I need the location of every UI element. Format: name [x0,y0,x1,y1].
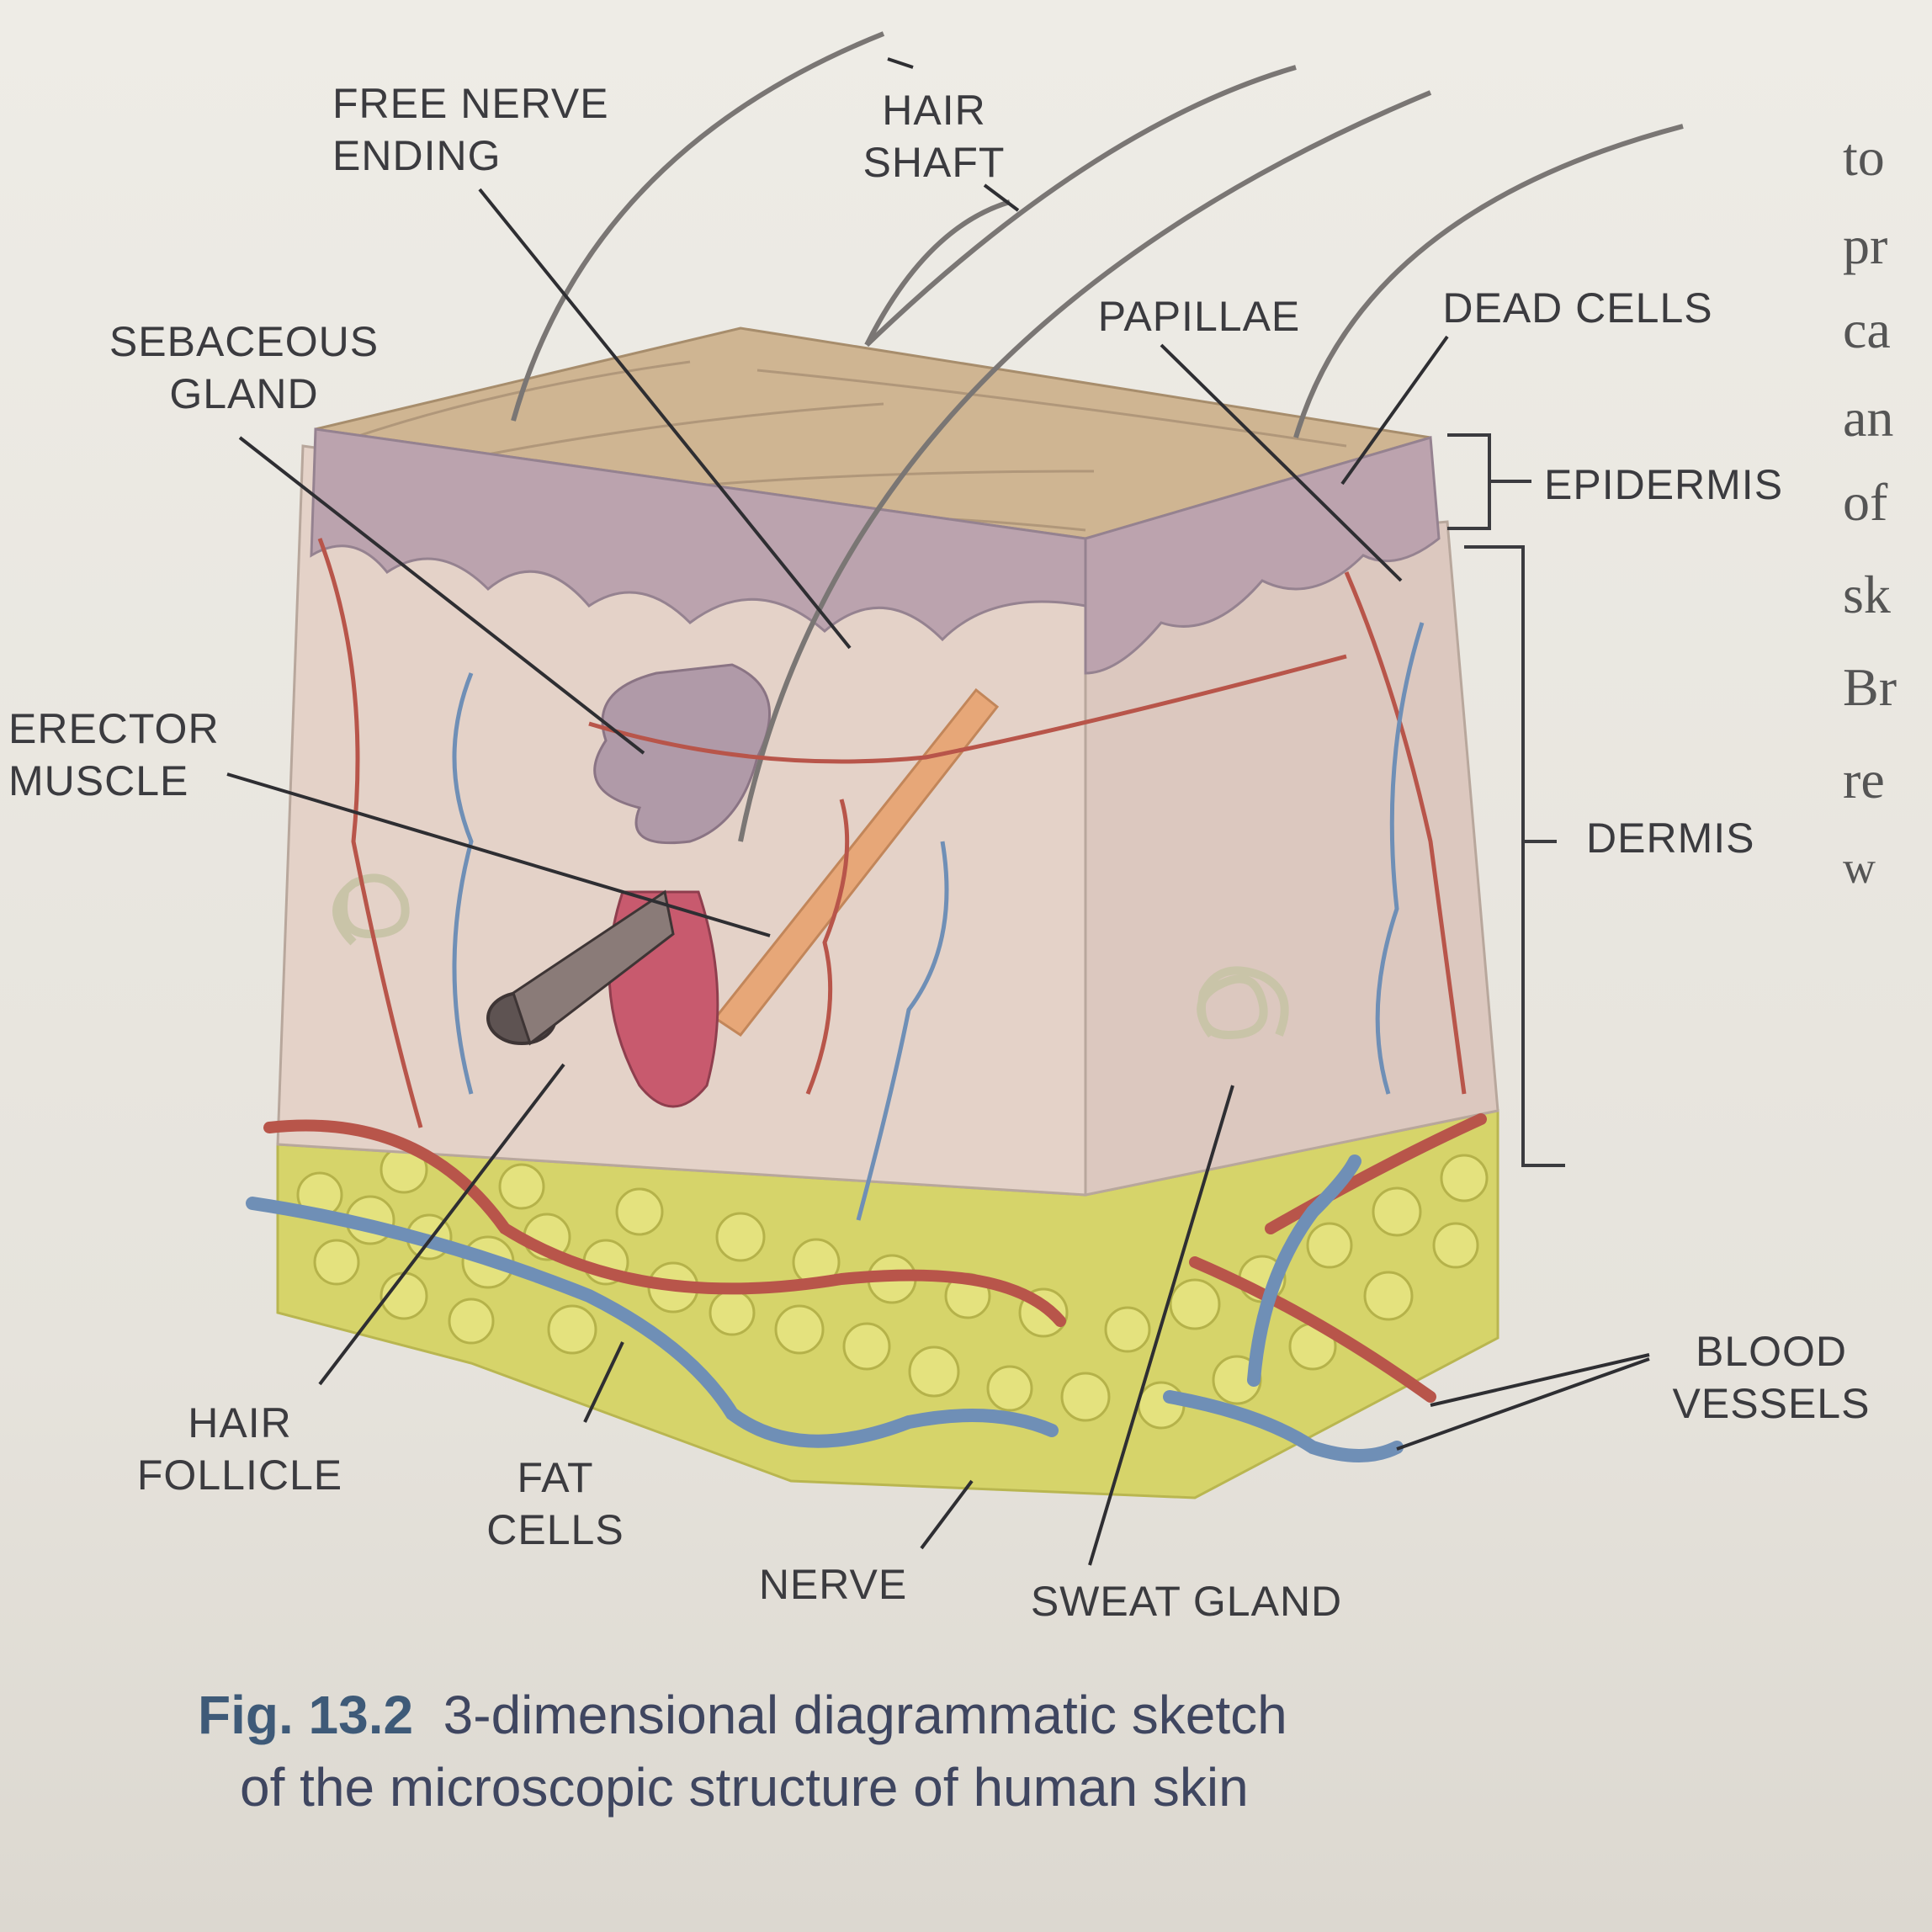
side-text-1: to [1843,127,1885,187]
side-text-7: Br [1843,657,1897,717]
figure-caption: Fig. 13.2 3-dimensional diagrammatic ske… [198,1679,1679,1823]
side-text-2: pr [1843,215,1888,275]
erector-muscle-shape [713,687,1000,1038]
label-erector-muscle-line1: ERECTOR [8,705,220,752]
label-fat-cells-line2: CELLS [486,1506,624,1553]
epidermis-right-band [1084,436,1441,675]
epidermis-front-band [310,427,1087,642]
surface-ridges [353,360,1347,532]
sweat-gland-coil [332,873,1289,1040]
veins [246,1154,1404,1462]
label-papillae: PAPILLAE [1097,293,1301,340]
caption-text-line2: of the microscopic structure of human sk… [240,1757,1249,1818]
label-hair-shaft-line1: HAIR [882,87,986,134]
caption-text-line1: 3-dimensional diagrammatic sketch [443,1685,1287,1745]
arteries-fine [317,538,1467,1128]
label-dermis: DERMIS [1586,815,1755,862]
epidermis-bracket [1447,433,1531,530]
label-erector-muscle: ERECTOR MUSCLE [8,703,269,807]
label-blood-vessels-line2: VESSELS [1672,1380,1871,1427]
side-text-8: re [1843,750,1885,809]
side-text-3: ca [1843,300,1891,359]
label-sebaceous-gland: SEBACEOUS GLAND [84,316,404,420]
label-sebaceous-gland-line1: SEBACEOUS [109,318,380,365]
label-nerve: NERVE [758,1561,908,1608]
hair-strands [511,31,1684,842]
label-epidermis: EPIDERMIS [1544,461,1784,508]
label-blood-vessels: BLOOD VESSELS [1645,1325,1898,1430]
figure-number: Fig. 13.2 [198,1685,414,1745]
label-fat-cells-line1: FAT [517,1454,594,1501]
label-sweat-gland: SWEAT GLAND [1030,1578,1343,1625]
cut-hair-tube [512,889,675,1046]
label-hair-follicle: HAIR FOLLICLE [97,1397,383,1501]
label-dead-cells: DEAD CELLS [1442,284,1713,332]
side-text-9: w [1843,842,1876,893]
label-hair-follicle-line2: FOLLICLE [136,1452,343,1499]
label-hair-shaft: HAIR SHAFT [850,84,1018,188]
label-erector-muscle-line2: MUSCLE [8,757,189,804]
label-free-nerve-ending-line1: FREE NERVE [332,80,609,127]
dermis-bracket [1464,545,1565,1167]
label-blood-vessels-line1: BLOOD [1695,1328,1848,1375]
side-text-4: an [1843,388,1894,448]
label-free-nerve-ending: FREE NERVE ENDING [332,77,652,182]
caption-line1: Fig. 13.2 3-dimensional diagrammatic ske… [198,1679,1679,1751]
side-text-5: of [1843,472,1888,532]
veins-fine [452,622,1425,1221]
label-hair-follicle-line1: HAIR [188,1399,292,1446]
label-hair-shaft-line2: SHAFT [862,139,1006,186]
label-fat-cells: FAT CELLS [459,1452,652,1556]
leader-lines [226,57,1650,1566]
arteries [263,1113,1487,1403]
label-sebaceous-gland-line2: GLAND [169,370,319,417]
label-free-nerve-ending-line2: ENDING [332,132,502,179]
side-text-6: sk [1843,565,1891,624]
